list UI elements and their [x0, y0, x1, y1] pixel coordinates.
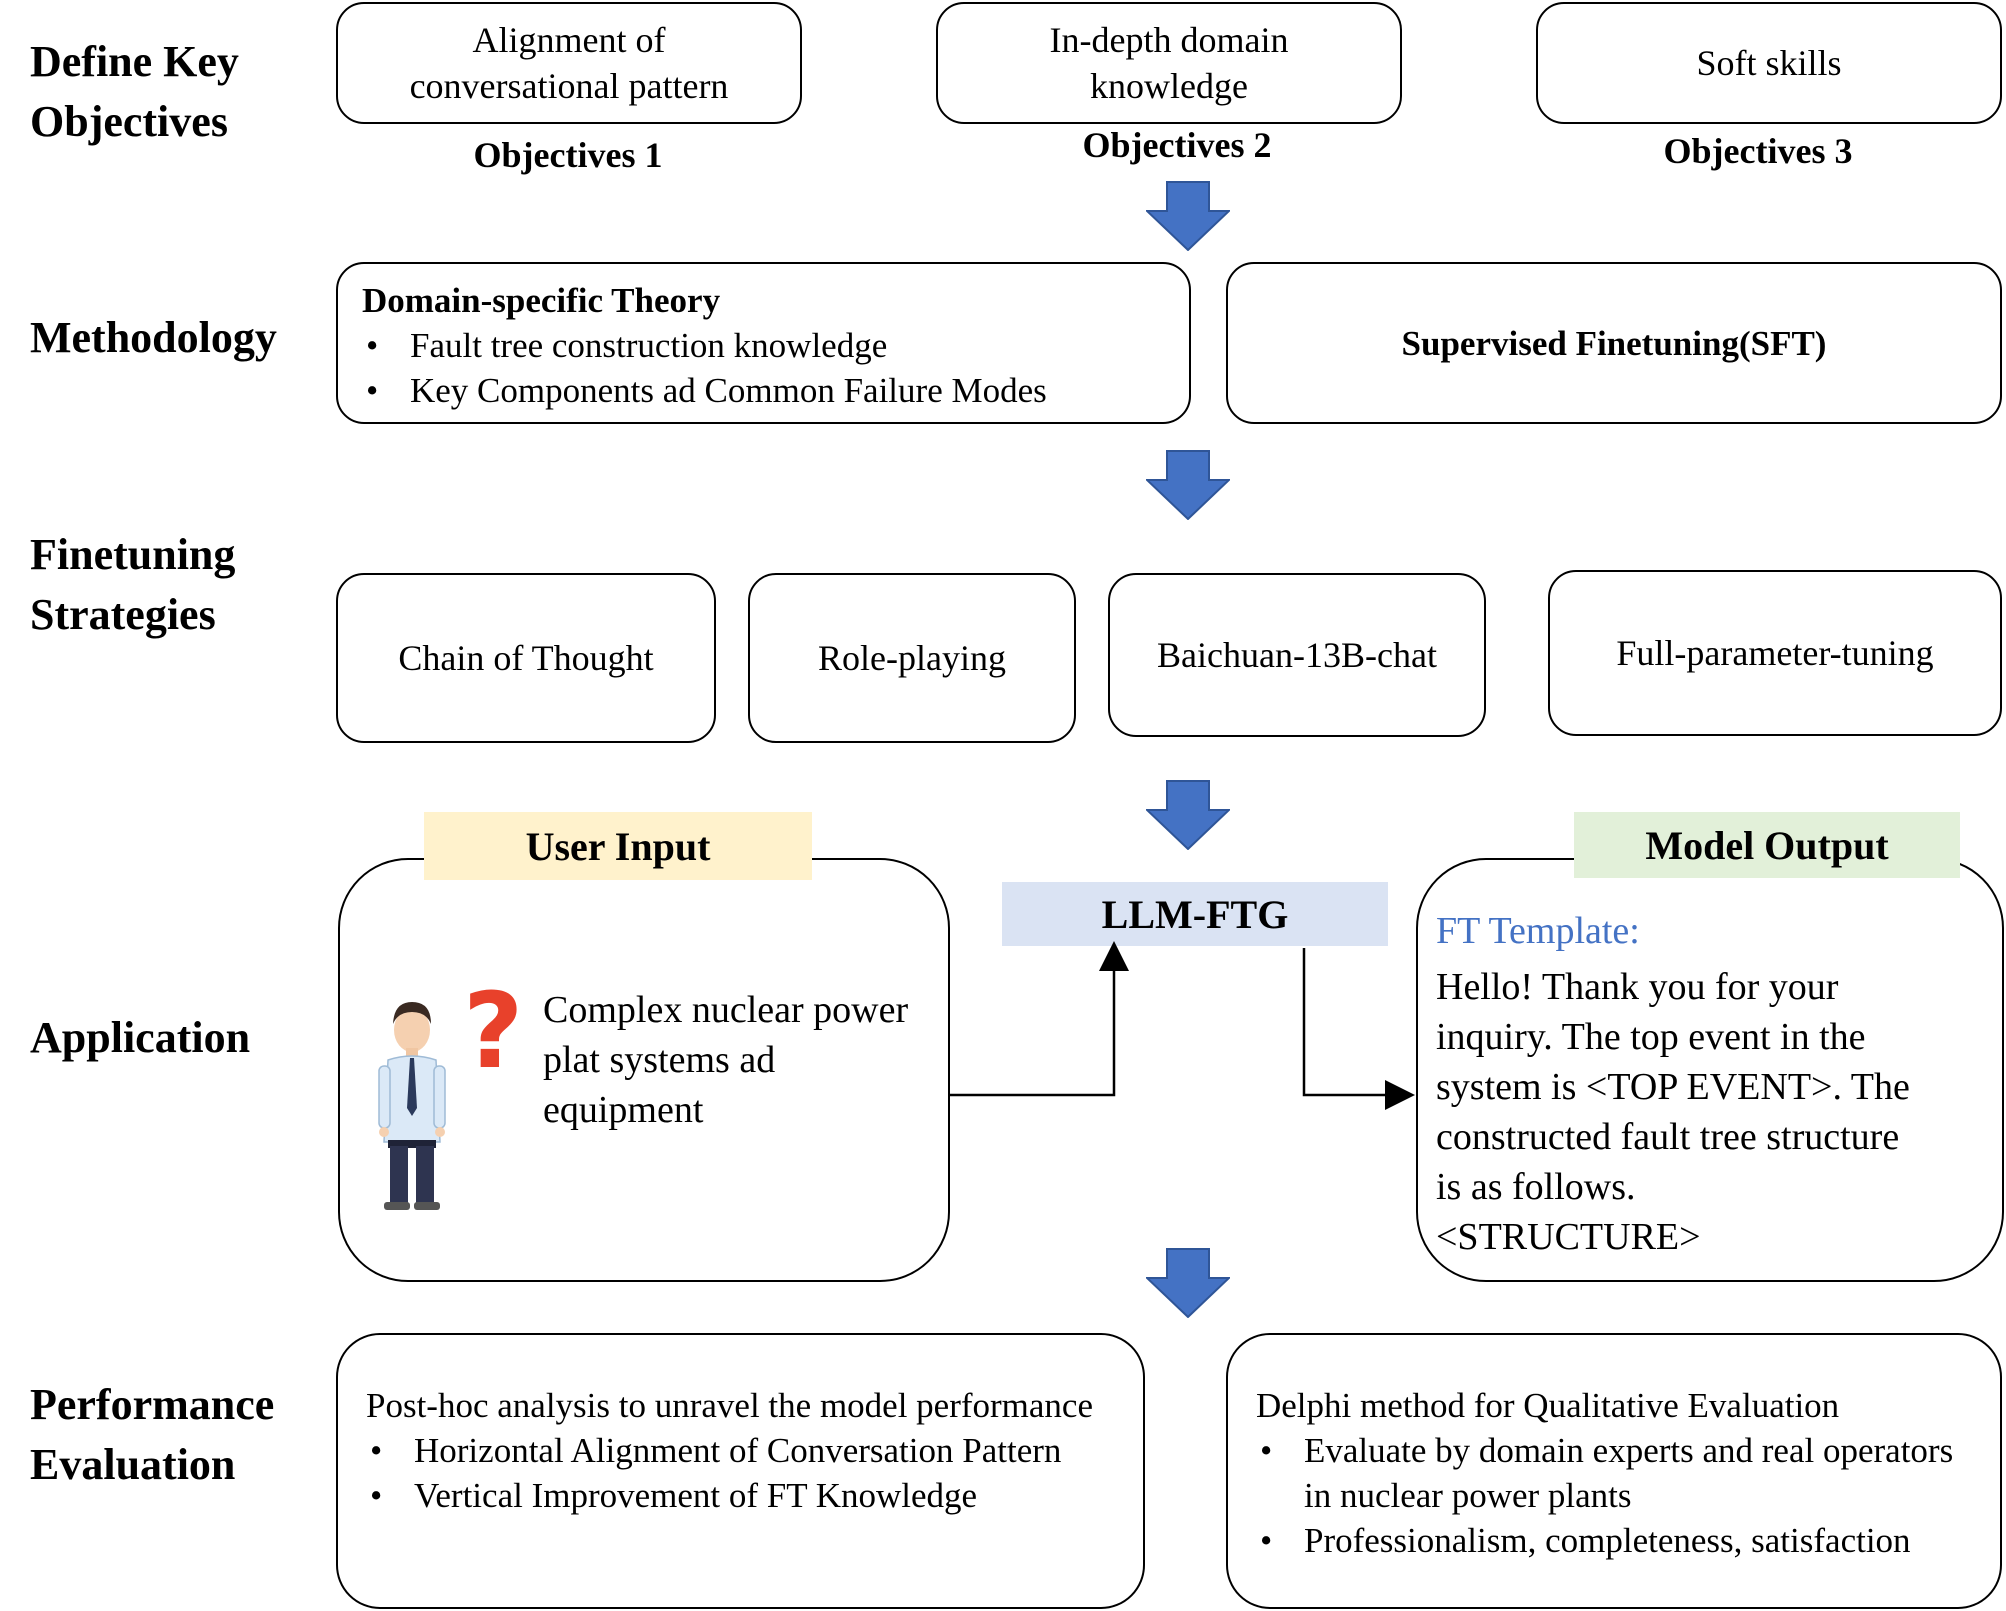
llm-ftg-label: LLM-FTG — [1101, 891, 1289, 937]
post-hoc-box: Post-hoc analysis to unravel the model p… — [336, 1333, 1145, 1609]
down-arrow-icon — [1146, 450, 1230, 520]
row-label-performance-evaluation: Performance Evaluation — [30, 1380, 275, 1489]
list-item: Evaluate by domain experts and real oper… — [1256, 1428, 1980, 1518]
objective-text-3: Soft skills — [1696, 43, 1842, 83]
objective-label-1: Objectives 1 — [473, 135, 663, 175]
list-item: Fault tree construction knowledge — [362, 323, 1189, 368]
strategy-label: Full-parameter-tuning — [1616, 632, 1934, 673]
question-mark-icon: ? — [463, 970, 524, 1092]
template-line: is as follows. — [1436, 1166, 1636, 1208]
delphi-list: Evaluate by domain experts and real oper… — [1256, 1428, 1980, 1563]
strategy-box-role-playing: Role-playing — [748, 573, 1076, 743]
objective-label-3: Objectives 3 — [1663, 131, 1853, 171]
sft-box: Supervised Finetuning(SFT) — [1226, 262, 2002, 424]
model-output-tag: Model Output — [1574, 812, 1960, 878]
template-line: inquiry. The top event in the — [1436, 1016, 1866, 1058]
row-label-finetuning-strategies: Finetuning Strategies — [30, 530, 236, 639]
row-label-methodology: Methodology — [30, 313, 277, 362]
model-output-label: Model Output — [1645, 822, 1889, 868]
user-input-label: User Input — [525, 823, 711, 869]
post-hoc-title: Post-hoc analysis to unravel the model p… — [366, 1386, 1094, 1425]
objective-box-2: In-depth domain knowledge — [936, 2, 1402, 124]
businessman-icon — [378, 1002, 446, 1210]
strategy-box-chain-of-thought: Chain of Thought — [336, 573, 716, 743]
down-arrow-icon — [1146, 181, 1230, 251]
domain-theory-list: Fault tree construction knowledge Key Co… — [362, 323, 1189, 413]
list-item: Professionalism, completeness, satisfact… — [1256, 1518, 1980, 1563]
template-line: constructed fault tree structure — [1436, 1116, 1900, 1158]
strategy-label: Role-playing — [818, 637, 1006, 678]
post-hoc-list: Horizontal Alignment of Conversation Pat… — [366, 1428, 1123, 1518]
domain-theory-title: Domain-specific Theory — [362, 281, 721, 320]
row-label-application: Application — [30, 1013, 251, 1062]
list-item: Vertical Improvement of FT Knowledge — [366, 1473, 1123, 1518]
ft-template-title: FT Template: — [1436, 910, 1640, 952]
objective-label-2: Objectives 2 — [1082, 125, 1272, 165]
llm-ftg-box: LLM-FTG — [1002, 882, 1388, 946]
delphi-box: Delphi method for Qualitative Evaluation… — [1226, 1333, 2002, 1609]
user-input-text: Complex nuclear power plat systems ad eq… — [543, 989, 909, 1131]
ft-template: FT Template: Hello! Thank you for your i… — [1436, 906, 1996, 1262]
strategy-label: Chain of Thought — [398, 637, 654, 678]
strategy-label: Baichuan-13B-chat — [1157, 634, 1437, 675]
list-item: Horizontal Alignment of Conversation Pat… — [366, 1428, 1123, 1473]
objective-text-2: In-depth domain knowledge — [1049, 20, 1289, 106]
delphi-title: Delphi method for Qualitative Evaluation — [1256, 1386, 1840, 1425]
template-line: Hello! Thank you for your — [1436, 966, 1839, 1008]
strategy-box-full-parameter: Full-parameter-tuning — [1548, 570, 2002, 736]
user-input-tag: User Input — [424, 812, 812, 880]
objective-box-3: Soft skills — [1536, 2, 2002, 124]
domain-theory-box: Domain-specific Theory Fault tree constr… — [336, 262, 1191, 424]
template-line: system is <TOP EVENT>. The — [1436, 1066, 1910, 1108]
objective-box-1: Alignment of conversational pattern — [336, 2, 802, 124]
strategy-box-baichuan: Baichuan-13B-chat — [1108, 573, 1486, 737]
down-arrow-icon — [1146, 780, 1230, 850]
list-item: Key Components ad Common Failure Modes — [362, 368, 1189, 413]
down-arrow-icon — [1146, 1248, 1230, 1318]
objective-text-1: Alignment of conversational pattern — [409, 20, 729, 106]
sft-label: Supervised Finetuning(SFT) — [1401, 323, 1827, 363]
row-label-define-objectives: Define Key Objectives — [30, 37, 239, 146]
template-line: <STRUCTURE> — [1436, 1216, 1701, 1258]
